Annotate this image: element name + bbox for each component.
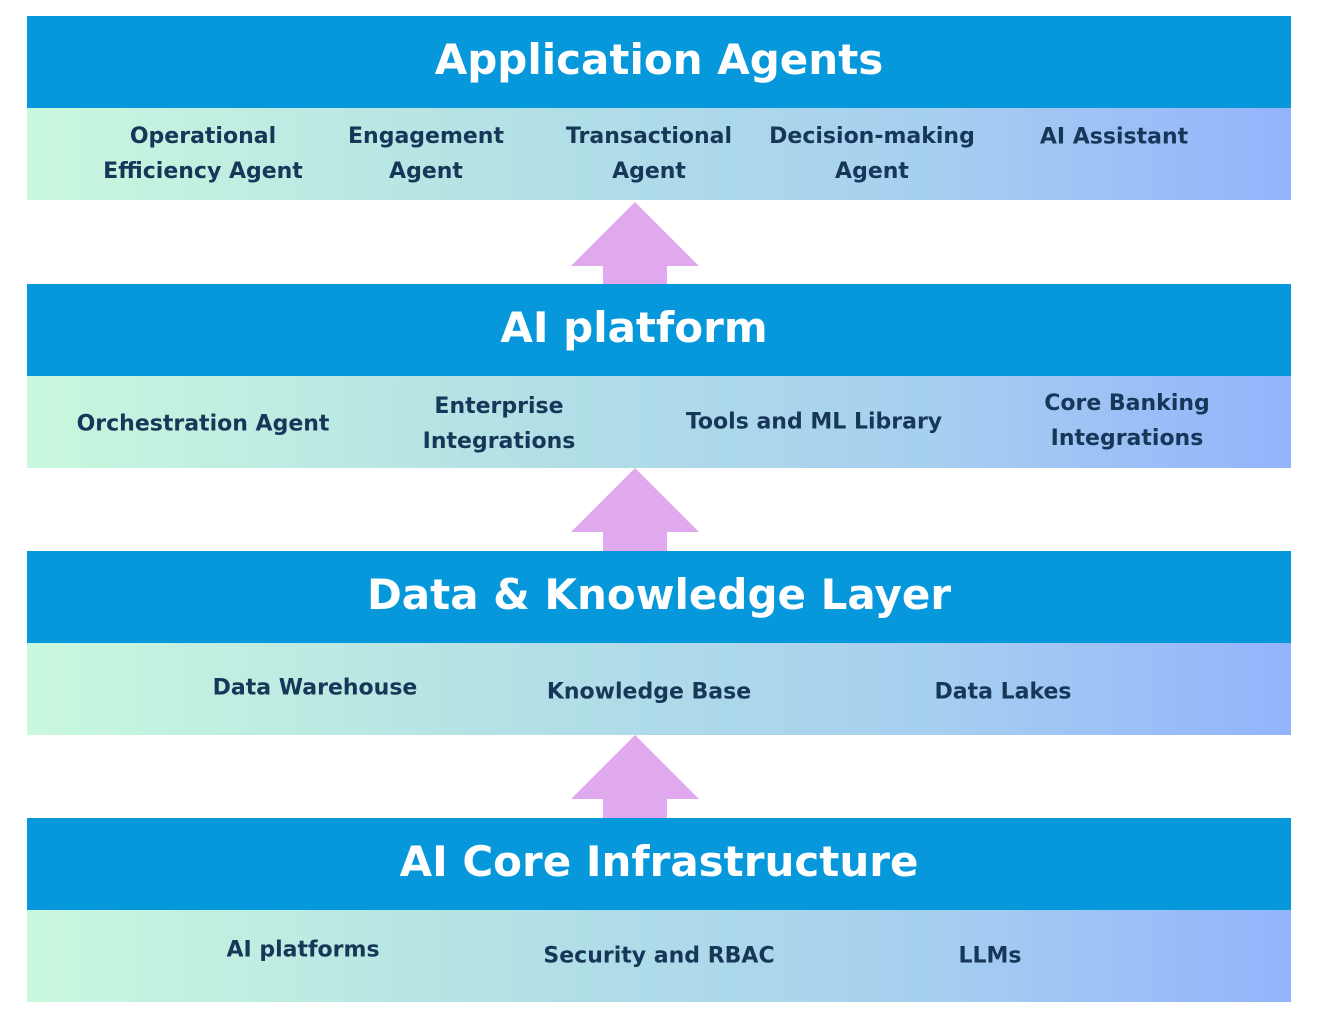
component-line: Knowledge Base	[546, 679, 752, 705]
component-data-warehouse: Data Warehouse	[213, 671, 418, 706]
component-line: Agent	[612, 159, 686, 184]
component-line: Enterprise	[434, 394, 564, 419]
up-arrow-icon	[571, 735, 699, 819]
layer-components-application-agents: Operational Efficiency Agent Engagement …	[27, 108, 1291, 200]
component-ai-assistant: AI Assistant	[1040, 120, 1188, 155]
up-arrow-icon	[571, 202, 699, 286]
layer-title-text: Application Agents	[434, 34, 884, 84]
component-decision-making-agent: Decision-making Agent	[769, 119, 975, 189]
component-orchestration-agent: Orchestration Agent	[77, 407, 330, 442]
component-core-banking-integrations: Core Banking Integrations	[1044, 386, 1210, 456]
component-tools-and-ml-library: Tools and ML Library	[686, 405, 942, 440]
component-line: Agent	[389, 159, 463, 184]
layer-title-data-knowledge-layer: Data & Knowledge Layer	[27, 551, 1291, 643]
component-ai-platforms: AI platforms	[226, 933, 379, 968]
component-engagement-agent: Engagement Agent	[348, 119, 504, 189]
component-line: AI platforms	[226, 937, 380, 963]
layer-title-application-agents: Application Agents	[27, 16, 1291, 108]
layer-title-ai-platform: AI platform	[27, 284, 1291, 376]
component-line: Decision-making	[769, 124, 975, 149]
component-line: Security and RBAC	[543, 943, 775, 969]
component-security-and-rbac: Security and RBAC	[543, 939, 774, 974]
component-line: LLMs	[958, 943, 1022, 969]
component-line: Integrations	[422, 429, 576, 454]
layer-title-ai-core-infrastructure: AI Core Infrastructure	[27, 818, 1291, 910]
component-knowledge-base: Knowledge Base	[547, 675, 751, 710]
component-data-lakes: Data Lakes	[934, 675, 1071, 710]
component-line: Agent	[835, 159, 909, 184]
component-llms: LLMs	[958, 939, 1021, 974]
component-line: Tools and ML Library	[685, 409, 943, 435]
layer-title-text: AI platform	[500, 302, 768, 352]
layer-title-text: Data & Knowledge Layer	[366, 569, 952, 619]
component-transactional-agent: Transactional Agent	[566, 119, 732, 189]
component-line: AI Assistant	[1039, 124, 1189, 150]
layer-components-ai-core-infrastructure: AI platforms Security and RBAC LLMs	[27, 910, 1291, 1002]
component-operational-efficiency-agent: Operational Efficiency Agent	[103, 119, 303, 189]
up-arrow-icon	[571, 468, 699, 552]
component-line: Core Banking	[1044, 391, 1210, 416]
component-enterprise-integrations: Enterprise Integrations	[423, 389, 576, 459]
layer-components-ai-platform: Orchestration Agent Enterprise Integrati…	[27, 376, 1291, 468]
layer-title-text: AI Core Infrastructure	[399, 836, 919, 886]
component-line: Data Lakes	[934, 679, 1072, 705]
component-line: Integrations	[1050, 426, 1204, 451]
component-line: Data Warehouse	[212, 675, 418, 701]
component-line: Engagement	[348, 124, 504, 149]
component-line: Orchestration Agent	[76, 411, 330, 437]
component-line: Transactional	[565, 124, 733, 149]
component-line: Operational	[129, 124, 277, 149]
layer-components-data-knowledge-layer: Data Warehouse Knowledge Base Data Lakes	[27, 643, 1291, 735]
component-line: Efficiency Agent	[103, 159, 303, 184]
